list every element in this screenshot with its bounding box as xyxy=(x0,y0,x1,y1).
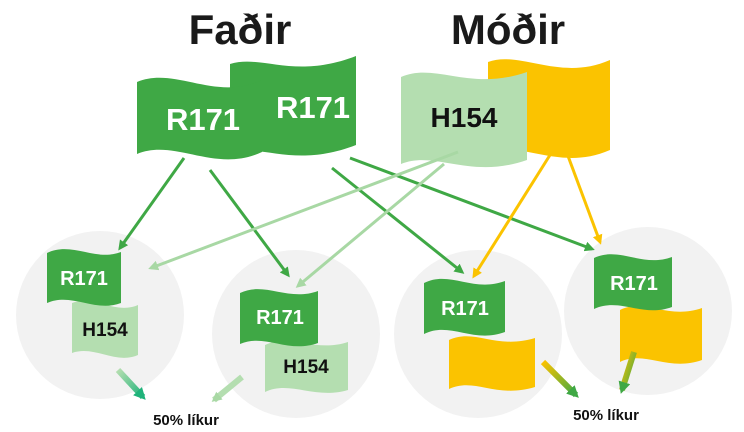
arrow-prob-left-2 xyxy=(211,374,244,403)
offspring-1-allele-bottom: H154 xyxy=(82,320,128,341)
arrow-father-to-child3 xyxy=(331,166,465,274)
arrow-prob-left-1 xyxy=(115,367,146,400)
arrow-mother-yellow-to-child4 xyxy=(566,155,603,245)
arrow-father-to-child4 xyxy=(349,156,595,252)
arrow-prob-right-2 xyxy=(618,351,637,394)
father-title: Faðir xyxy=(189,6,292,53)
arrow-mother-light-to-child2 xyxy=(295,162,445,288)
offspring-2: H154 R171 xyxy=(240,289,348,393)
mother-title: Móðir xyxy=(451,6,565,53)
offspring-1: H154 R171 xyxy=(47,249,138,358)
father-flag-front: R171 xyxy=(137,77,262,160)
offspring-4: R171 xyxy=(594,254,702,364)
arrow-father-to-child2 xyxy=(208,169,290,278)
offspring-4-allele-top: R171 xyxy=(610,273,658,295)
arrow-mother-yellow-to-child3 xyxy=(472,154,552,279)
arrow-prob-right-1 xyxy=(540,359,579,398)
mother-allele-a: H154 xyxy=(431,102,498,133)
probability-label-left: 50% líkur xyxy=(153,412,219,429)
offspring-2-allele-bottom: H154 xyxy=(283,357,329,378)
mother-flag-front: H154 xyxy=(401,72,527,168)
arrow-father-to-child1 xyxy=(118,157,186,251)
arrow-mother-light-to-child1 xyxy=(148,150,459,271)
offspring-3: R171 xyxy=(424,278,535,391)
offspring-2-allele-top: R171 xyxy=(256,307,304,329)
probability-label-right: 50% líkur xyxy=(573,407,639,424)
offspring-3-allele-top: R171 xyxy=(441,298,489,320)
offspring-1-allele-top: R171 xyxy=(60,268,108,290)
father-allele-a: R171 xyxy=(166,102,240,137)
father-allele-b: R171 xyxy=(276,90,350,125)
